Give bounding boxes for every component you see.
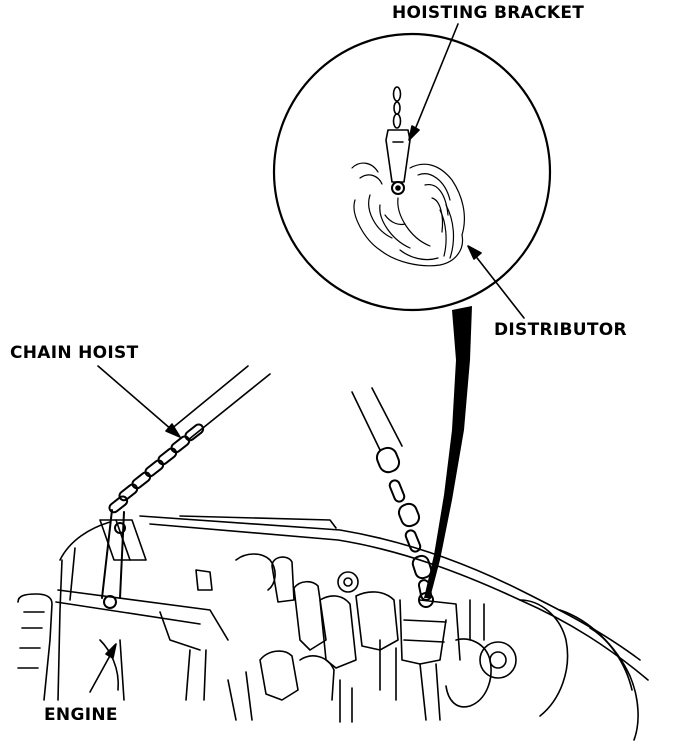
hoisting-bracket-label: HOISTING BRACKET xyxy=(392,3,585,23)
detail-distributor xyxy=(351,162,465,267)
chain-hoist-label: CHAIN HOIST xyxy=(10,343,139,363)
chain-hoist-right-lines xyxy=(351,387,403,451)
leader-hoisting-bracket xyxy=(408,23,459,141)
zoom-connector-band xyxy=(424,306,472,598)
distributor-label: DISTRIBUTOR xyxy=(494,320,627,340)
leader-chain-hoist xyxy=(97,365,181,438)
engine-body xyxy=(17,515,649,741)
leader-engine xyxy=(89,643,117,693)
chain-hoist-right xyxy=(375,446,434,608)
chain-hoist-left xyxy=(101,423,205,609)
engine-label: ENGINE xyxy=(44,705,118,725)
chain-hoist-left-lines xyxy=(169,365,271,441)
leader-distributor xyxy=(467,245,525,319)
detail-hoisting-bracket xyxy=(385,129,411,195)
detail-chain xyxy=(392,86,402,129)
detail-circle xyxy=(272,32,552,312)
